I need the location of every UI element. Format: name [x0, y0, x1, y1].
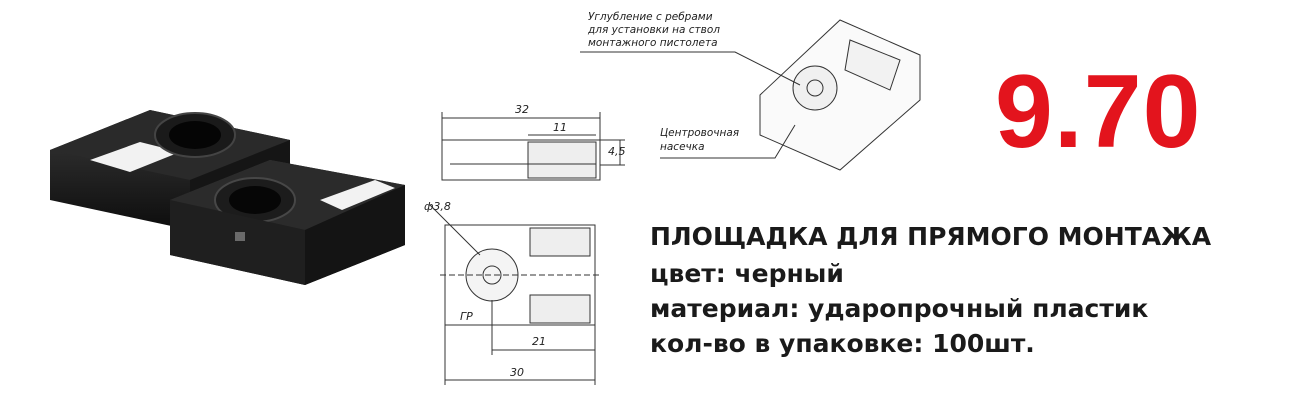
- product-info: ПЛОЩАДКА ДЛЯ ПРЯМОГО МОНТАЖА цвет: черны…: [650, 222, 1211, 364]
- dim-21: 21: [532, 335, 546, 348]
- material-line: материал: ударопрочный пластик: [650, 294, 1149, 323]
- callout-notch-line-1: Центровочная: [660, 127, 739, 139]
- product-title: ПЛОЩАДКА ДЛЯ ПРЯМОГО МОНТАЖА: [650, 222, 1212, 251]
- side-view-outline: [441, 139, 601, 181]
- dim-diameter: ф3,8: [424, 200, 451, 213]
- pack-quantity-line: кол-во в упаковке: 100шт.: [650, 329, 1035, 358]
- dim-4-5: 4,5: [608, 145, 626, 158]
- dim-30: 30: [510, 366, 524, 379]
- callout-recess-line-1: Углубление с ребрами: [588, 11, 713, 23]
- callout-recess-line-2: для установки на ствол: [587, 24, 720, 36]
- technical-drawing: 32 11 4,5 ф3,8 21 30 Углубление с ребрам…: [424, 11, 921, 385]
- product-photo: [50, 110, 405, 285]
- callout-recess-line-3: монтажного пистолета: [588, 37, 718, 49]
- dim-11: 11: [553, 121, 567, 134]
- color-line: цвет: черный: [650, 259, 844, 288]
- callout-notch-line-2: насечка: [660, 141, 705, 153]
- mount-pad-front: [170, 160, 405, 285]
- dim-32: 32: [515, 103, 529, 116]
- mark-label: ГР: [460, 310, 473, 323]
- price-value: 9.70: [995, 54, 1202, 170]
